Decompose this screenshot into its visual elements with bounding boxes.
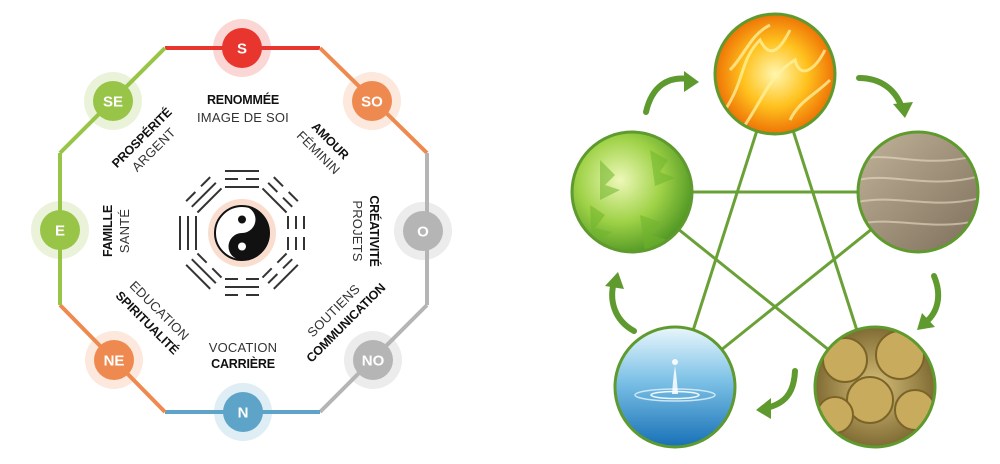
area-creativite-subtitle: PROJETS — [350, 200, 365, 261]
arrow-water-to-wood-icon — [605, 272, 637, 334]
area-amour: AMOUR FÉMININ — [294, 120, 352, 178]
trigram-4 — [261, 252, 299, 290]
area-famille-title: FAMILLE — [101, 205, 115, 257]
arrow-earth-to-metal-icon — [917, 273, 942, 330]
element-metal-image — [813, 325, 937, 449]
area-renommee-subtitle: IMAGE DE SOI — [197, 110, 289, 125]
area-creativite: CRÉATIVITÉ PROJETS — [350, 195, 382, 266]
trigram-1 — [225, 170, 259, 188]
area-renommee-title: RENOMMÉE — [207, 92, 279, 107]
direction-label-s: S — [237, 41, 247, 58]
direction-label-se: SE — [103, 94, 123, 111]
element-earth-image — [856, 130, 980, 254]
direction-badge-no: NO — [344, 331, 402, 389]
element-wood-image — [570, 130, 694, 254]
trigram-8 — [185, 176, 223, 214]
area-renommee: RENOMMÉE IMAGE DE SOI — [197, 92, 289, 125]
area-creativite-title: CRÉATIVITÉ — [367, 195, 382, 266]
trigram-7 — [179, 216, 197, 250]
yin-yang-icon — [208, 199, 276, 267]
arrow-fire-to-earth-icon — [856, 75, 913, 118]
area-carriere: VOCATION CARRIÈRE — [209, 340, 278, 371]
area-carriere-subtitle: VOCATION — [209, 340, 278, 355]
direction-badge-s: S — [213, 19, 271, 77]
cycle-arrows — [605, 71, 942, 419]
direction-label-so: SO — [361, 94, 383, 111]
direction-label-no: NO — [362, 353, 385, 370]
direction-badge-se: SE — [84, 72, 142, 130]
five-elements-cycle — [570, 12, 980, 449]
bagua-octagon: S SO O NO N NE E — [31, 19, 452, 441]
trigram-ring — [179, 170, 305, 296]
trigram-6 — [185, 252, 223, 290]
arrow-wood-to-fire-icon — [643, 71, 699, 115]
element-fire-image — [713, 12, 837, 136]
arrow-metal-to-water-icon — [756, 368, 798, 419]
direction-label-ne: NE — [104, 353, 125, 370]
direction-badge-ne: NE — [85, 331, 143, 389]
trigram-3 — [287, 216, 305, 250]
area-famille: FAMILLE SANTÉ — [101, 205, 132, 257]
trigram-2 — [261, 176, 299, 214]
direction-label-e: E — [55, 223, 65, 240]
direction-badge-e: E — [31, 201, 89, 259]
direction-label-o: O — [417, 224, 429, 241]
direction-badge-so: SO — [343, 72, 401, 130]
trigram-5 — [225, 278, 259, 296]
direction-badge-n: N — [214, 383, 272, 441]
direction-badge-o: O — [394, 202, 452, 260]
direction-label-n: N — [238, 405, 249, 422]
element-water-image — [613, 325, 737, 449]
area-famille-subtitle: SANTÉ — [117, 209, 132, 253]
area-carriere-title: CARRIÈRE — [211, 356, 275, 371]
